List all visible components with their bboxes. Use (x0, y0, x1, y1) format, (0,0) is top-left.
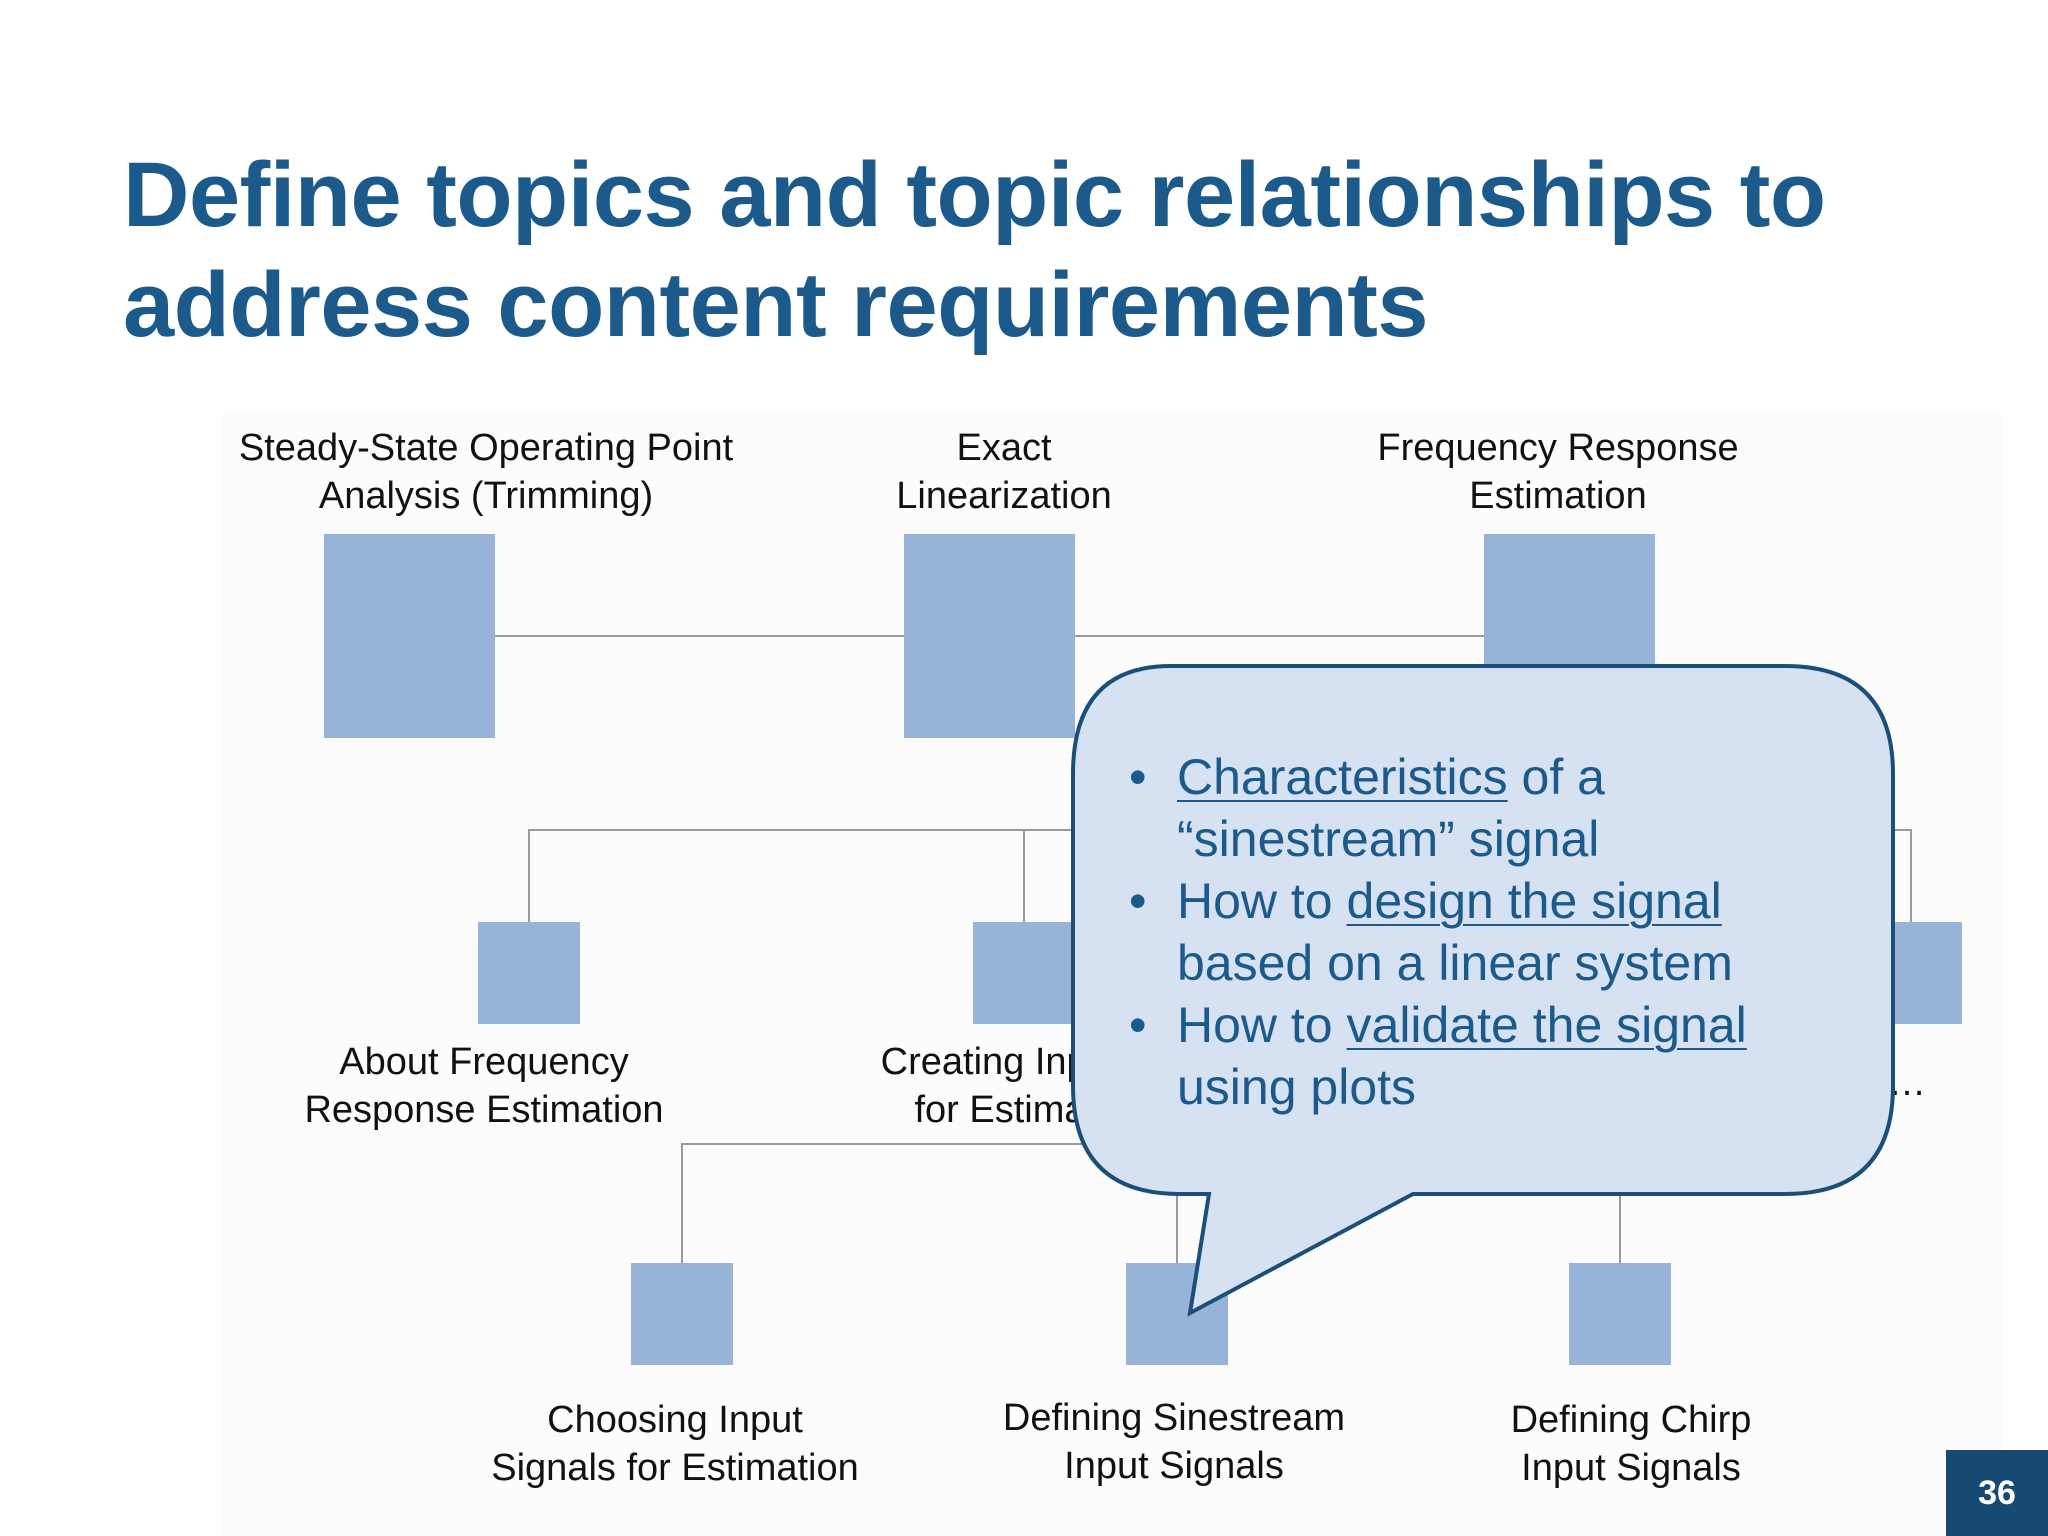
node-label-choosing-input: Choosing Input Signals for Estimation (375, 1396, 975, 1492)
node-label-exact-linearization-line-1: Exact (956, 427, 1052, 469)
callout-bullet-characteristics-line-2: “sinestream” signal (1177, 811, 1600, 867)
callout-bullet-validate-line-2: using plots (1177, 1059, 1417, 1115)
slide-title-line-1: Define topics and topic relationships to (123, 144, 1826, 246)
node-label-choosing-input-line-1: Choosing Input (547, 1399, 803, 1441)
node-box-about-frequency[interactable] (478, 922, 580, 1024)
node-label-frequency-response-line-1: Frequency Response (1377, 427, 1739, 469)
node-label-exact-linearization: Exact Linearization (704, 424, 1304, 520)
node-label-steady-state-line-2: Analysis (Trimming) (318, 475, 654, 517)
node-label-defining-chirp-line-2: Input Signals (1521, 1447, 1741, 1489)
node-box-steady-state[interactable] (324, 534, 495, 738)
node-label-frequency-response: Frequency Response Estimation (1258, 424, 1858, 520)
node-label-steady-state: Steady-State Operating Point Analysis (T… (186, 424, 786, 520)
callout-bullet-design: How to design the signal based on a line… (1129, 870, 1896, 994)
node-label-defining-chirp-line-1: Defining Chirp (1510, 1399, 1752, 1441)
validate-the-signal-link[interactable]: validate the signal (1346, 997, 1747, 1053)
node-box-creating-input[interactable] (973, 922, 1075, 1024)
node-box-choosing-input[interactable] (631, 1263, 733, 1365)
characteristics-link[interactable]: Characteristics (1177, 749, 1508, 805)
node-label-about-frequency-line-2: Response Estimation (304, 1089, 664, 1131)
node-label-creating-input-line-2: for Estima (914, 1089, 1086, 1131)
callout-bullet-characteristics: Characteristics of a “sinestream” signal (1129, 746, 1896, 870)
callout-bullet-design-line-2: based on a linear system (1177, 935, 1733, 991)
node-label-about-frequency-line-1: About Frequency (339, 1041, 629, 1083)
node-box-exact-linearization[interactable] (904, 534, 1075, 738)
node-label-about-frequency: About Frequency Response Estimation (184, 1038, 784, 1134)
slide-title-line-2: address content requirements (123, 254, 1429, 356)
node-label-defining-sinestream: Defining Sinestream Input Signals (874, 1394, 1474, 1490)
callout-bullet-characteristics-text: of a (1507, 749, 1605, 805)
node-label-steady-state-line-1: Steady-State Operating Point (238, 427, 734, 469)
node-label-frequency-response-line-2: Estimation (1469, 475, 1647, 517)
callout-bullet-design-prefix: How to (1177, 873, 1347, 929)
node-label-exact-linearization-line-2: Linearization (896, 475, 1112, 517)
design-the-signal-link[interactable]: design the signal (1346, 873, 1722, 929)
callout-bullet-validate: How to validate the signal using plots (1129, 994, 1896, 1118)
node-label-defining-chirp: Defining Chirp Input Signals (1331, 1396, 1931, 1492)
slide-title: Define topics and topic relationships to… (123, 140, 1923, 360)
callout-bullet-list: Characteristics of a “sinestream” signal… (1129, 746, 1896, 1118)
page-number-badge: 36 (1946, 1450, 2048, 1536)
callout-bullet-validate-prefix: How to (1177, 997, 1347, 1053)
node-box-defining-chirp[interactable] (1569, 1263, 1671, 1365)
node-label-defining-sinestream-line-1: Defining Sinestream (1002, 1397, 1346, 1439)
node-label-choosing-input-line-2: Signals for Estimation (491, 1447, 859, 1489)
node-label-defining-sinestream-line-2: Input Signals (1064, 1445, 1284, 1487)
